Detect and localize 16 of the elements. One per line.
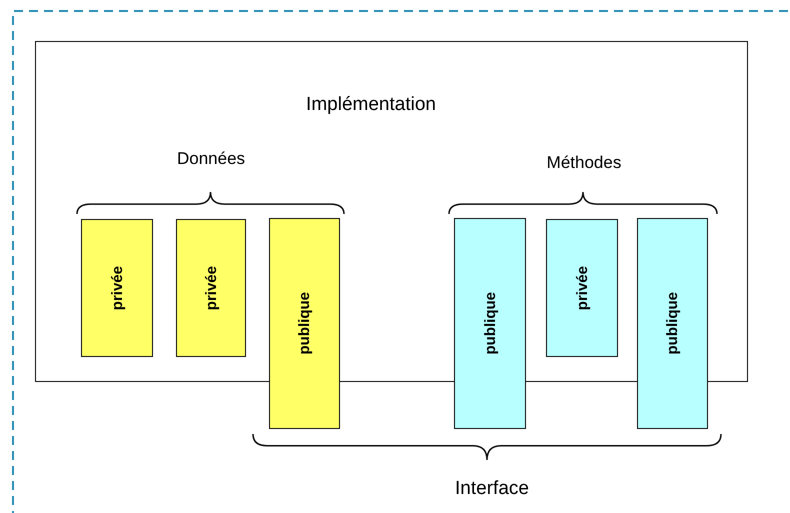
- member-bar: [81, 219, 153, 357]
- group-label: Interface: [455, 478, 529, 500]
- member-bar: [176, 219, 246, 357]
- member-bar: [454, 218, 526, 429]
- bar-label: publique: [482, 292, 498, 355]
- bar-label: privée: [108, 266, 126, 310]
- member-bar: [546, 219, 618, 357]
- bar-label: publique: [296, 292, 313, 355]
- box-heading: Implémentation: [306, 94, 436, 116]
- bar-label: publique: [664, 292, 681, 355]
- group-label: Méthodes: [546, 153, 622, 173]
- member-bar: [637, 218, 708, 429]
- group-label: Données: [176, 149, 246, 169]
- bar-label: privée: [574, 266, 590, 310]
- member-bar: [269, 218, 340, 429]
- bar-label: privée: [202, 266, 220, 310]
